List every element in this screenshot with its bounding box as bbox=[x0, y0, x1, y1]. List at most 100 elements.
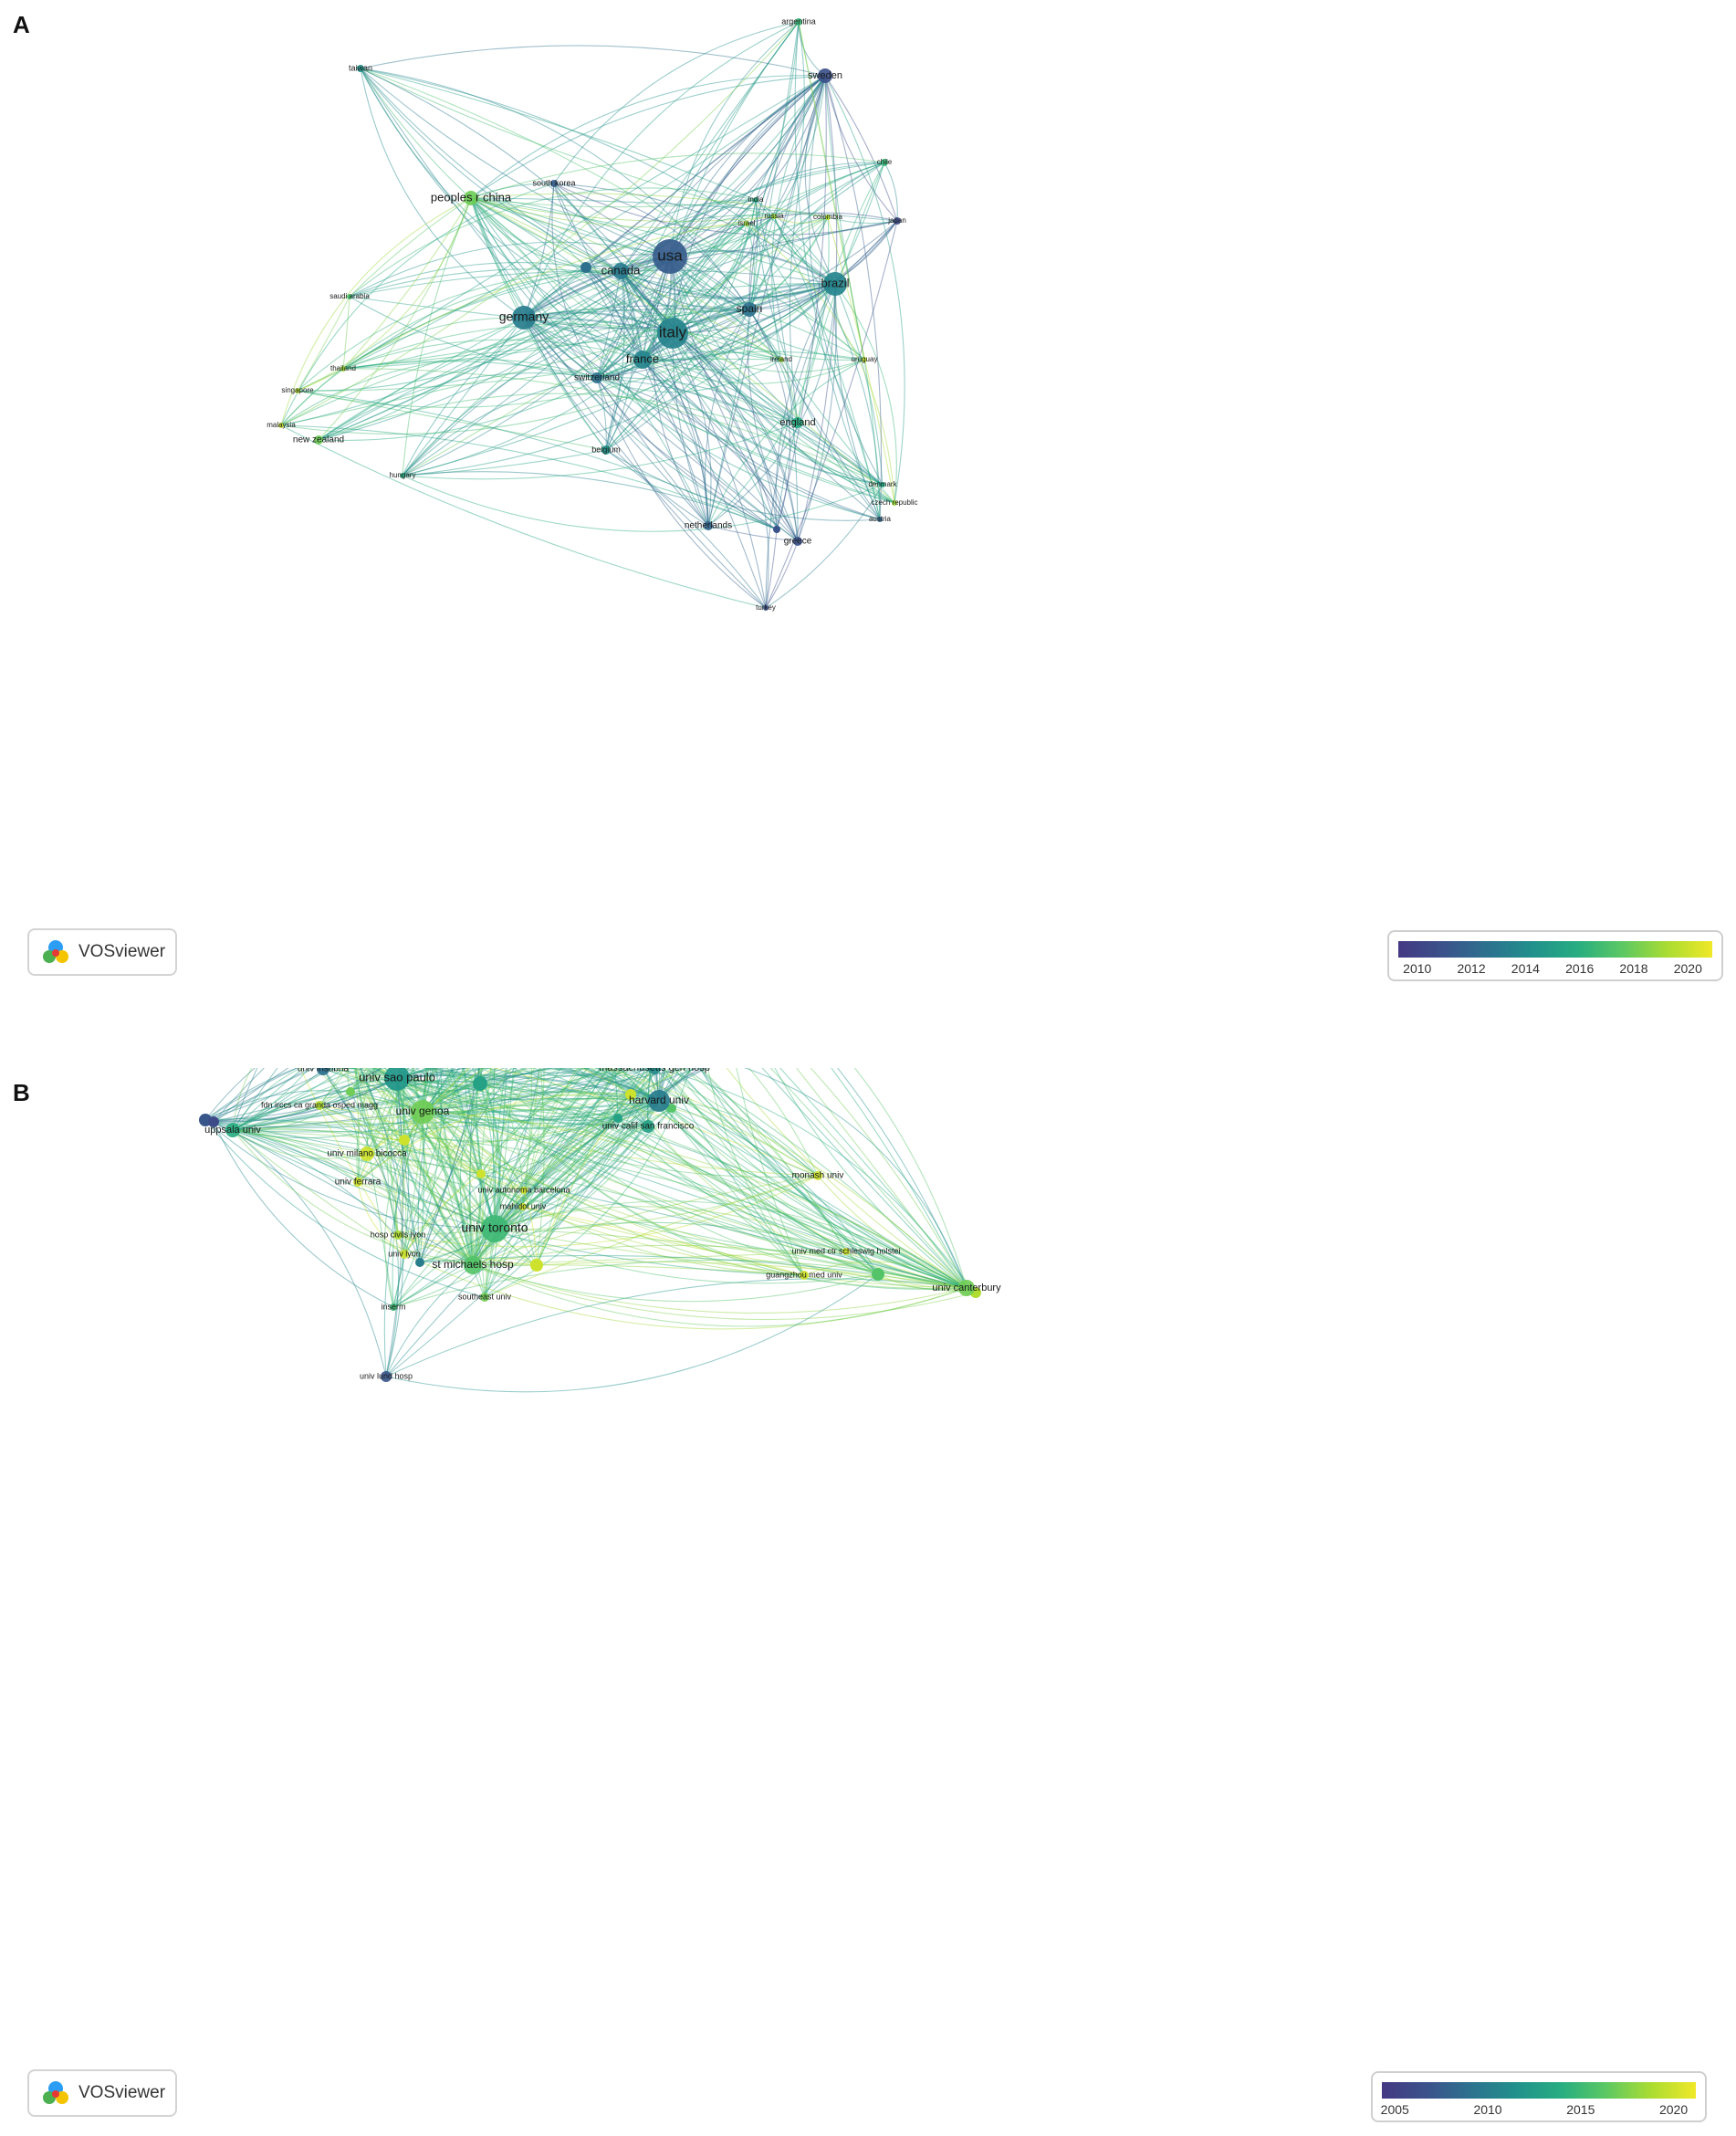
network-link bbox=[803, 1261, 967, 1289]
network-link bbox=[232, 1068, 591, 1131]
network-link bbox=[617, 1117, 967, 1289]
network-link bbox=[489, 1068, 977, 1293]
network-node[interactable]: saudi arabia bbox=[329, 292, 370, 300]
network-node[interactable]: england bbox=[779, 417, 816, 428]
network-node[interactable]: univ toronto bbox=[461, 1215, 528, 1242]
network-node[interactable]: guangzhou med univ bbox=[766, 1270, 842, 1280]
network-link bbox=[339, 1068, 424, 1113]
network-link bbox=[386, 1077, 399, 1236]
network-node[interactable]: spain bbox=[737, 302, 763, 317]
network-node[interactable]: sweden bbox=[808, 68, 842, 83]
network-link bbox=[322, 1068, 496, 1230]
network-node[interactable]: uruguay bbox=[852, 355, 878, 363]
network-link bbox=[422, 1111, 525, 1191]
network-node[interactable]: ireland bbox=[770, 355, 792, 363]
network-node[interactable]: israel bbox=[737, 219, 755, 227]
network-node[interactable]: univ milano bicocca bbox=[327, 1147, 407, 1161]
network-node[interactable]: univ lund hosp bbox=[360, 1371, 413, 1382]
network-node[interactable]: univ med ctr schleswig holstei bbox=[791, 1246, 900, 1255]
network-node[interactable]: st michaels hosp bbox=[432, 1256, 514, 1274]
network-link bbox=[319, 1105, 496, 1230]
network-node[interactable]: switzerland bbox=[574, 372, 620, 383]
network-node[interactable]: harvard univ bbox=[629, 1090, 689, 1112]
network-node[interactable]: france bbox=[626, 351, 659, 369]
network-link bbox=[605, 21, 800, 451]
legend-tick: 2010 bbox=[1403, 961, 1432, 976]
network-node[interactable]: india bbox=[748, 195, 764, 204]
network-node[interactable]: hungary bbox=[390, 471, 416, 479]
network-link bbox=[412, 1068, 424, 1113]
network-node[interactable]: denmark bbox=[868, 480, 897, 488]
network-node[interactable]: univ lyon bbox=[388, 1249, 421, 1259]
node-label: mahidol univ bbox=[500, 1201, 547, 1210]
network-link bbox=[789, 75, 826, 424]
network-link bbox=[319, 1105, 405, 1141]
network-link bbox=[299, 1068, 405, 1255]
network-node[interactable]: taiwan bbox=[349, 63, 372, 72]
network-node[interactable]: chile bbox=[877, 158, 893, 166]
network-node[interactable]: canada bbox=[601, 263, 641, 279]
network-link bbox=[472, 1068, 622, 1266]
network-link bbox=[470, 197, 709, 527]
network-link bbox=[204, 1077, 398, 1121]
network-link bbox=[322, 1068, 967, 1289]
network-node[interactable]: new zealand bbox=[293, 435, 344, 445]
network-node[interactable]: usa bbox=[653, 239, 687, 274]
network-node[interactable]: russia bbox=[764, 212, 784, 220]
network-node[interactable]: italy bbox=[657, 318, 688, 349]
network-node[interactable]: thailand bbox=[330, 364, 356, 372]
network-node[interactable]: univ insubria bbox=[298, 1068, 350, 1075]
network-node[interactable]: uppsala univ bbox=[204, 1123, 261, 1137]
network-link bbox=[422, 1111, 524, 1208]
network-node[interactable]: belgium bbox=[591, 445, 621, 455]
network-node[interactable]: univ milan bbox=[322, 1068, 384, 1069]
network-link bbox=[523, 1189, 538, 1266]
network-link bbox=[642, 359, 778, 530]
network-link bbox=[213, 1077, 398, 1123]
network-link bbox=[663, 1068, 805, 1276]
network-node[interactable]: argentina bbox=[781, 16, 816, 26]
network-node[interactable]: inserm bbox=[381, 1302, 405, 1311]
network-node[interactable]: univ genoa bbox=[396, 1100, 450, 1124]
network-node[interactable]: singapore bbox=[281, 386, 314, 394]
network-node[interactable]: greece bbox=[784, 537, 812, 547]
network-link bbox=[494, 1068, 643, 1230]
network-node[interactable]: japan bbox=[887, 216, 906, 225]
network-node[interactable]: colombia bbox=[813, 213, 843, 221]
network-node[interactable]: massachusetts gen hosp bbox=[599, 1068, 710, 1074]
network-link bbox=[470, 197, 671, 257]
network-node[interactable]: monash univ bbox=[792, 1171, 844, 1181]
network-node[interactable]: fdn irccs ca granda osped magg bbox=[261, 1100, 378, 1110]
network-node[interactable]: brazil bbox=[821, 272, 850, 296]
network-node[interactable]: univ canterbury bbox=[932, 1280, 1001, 1296]
network-link bbox=[356, 1068, 376, 1183]
network-node[interactable]: south korea bbox=[532, 178, 575, 187]
network-link bbox=[494, 1200, 967, 1289]
node-circle bbox=[633, 351, 652, 369]
network-link bbox=[464, 1068, 496, 1230]
network-node[interactable]: czech republic bbox=[871, 498, 917, 507]
network-link bbox=[523, 309, 782, 361]
network-node[interactable]: univ ferrara bbox=[335, 1178, 382, 1188]
network-node[interactable]: mahidol univ bbox=[500, 1201, 547, 1210]
network-link bbox=[349, 261, 587, 298]
network-link bbox=[280, 283, 836, 435]
network-node[interactable]: germany bbox=[499, 306, 549, 330]
network-link bbox=[232, 1121, 525, 1191]
network-node[interactable]: univ autonoma barcelona bbox=[477, 1185, 570, 1194]
node-label: taiwan bbox=[349, 63, 372, 72]
network-node[interactable]: univ calif san francisco bbox=[602, 1120, 695, 1133]
network-node[interactable]: hosp civils lyon bbox=[371, 1230, 426, 1240]
network-link bbox=[369, 1068, 475, 1266]
network-node[interactable]: peoples r china bbox=[431, 190, 512, 205]
network-node[interactable]: turkey bbox=[756, 603, 776, 612]
network-link bbox=[204, 1068, 298, 1121]
network-node[interactable]: netherlands bbox=[685, 521, 732, 531]
network-node[interactable]: southeast univ bbox=[458, 1292, 512, 1302]
network-node[interactable]: austria bbox=[869, 515, 892, 523]
network-node[interactable]: univ sao paulo bbox=[359, 1068, 435, 1091]
network-node[interactable]: malaysia bbox=[267, 421, 296, 429]
network-link bbox=[422, 1068, 486, 1113]
network-link bbox=[470, 197, 622, 272]
network-link bbox=[402, 216, 829, 476]
